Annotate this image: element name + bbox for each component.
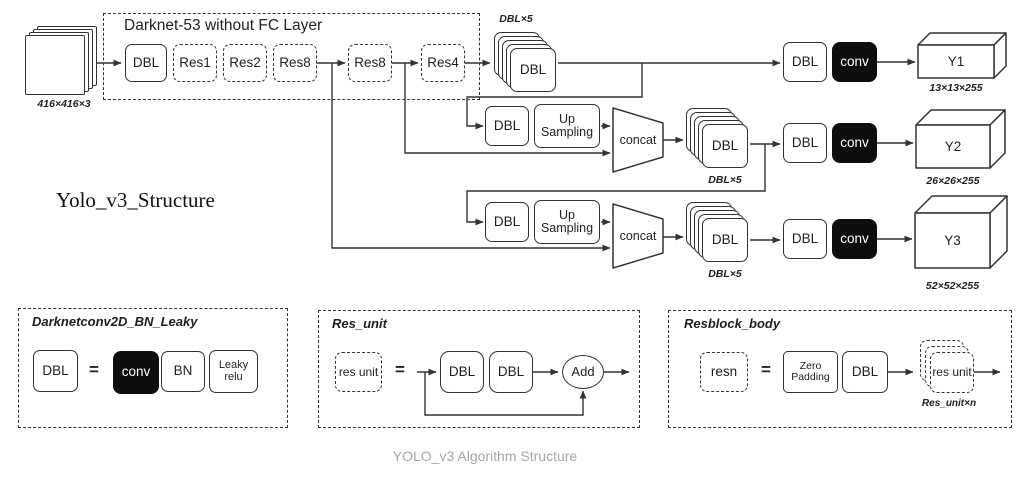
y1-cube-top	[917, 32, 1007, 46]
legend-dbl-leakyrelu: Leaky relu	[209, 350, 258, 393]
backbone-res1: Res1	[173, 44, 217, 82]
scale2-dbl5-label: DBL×5	[708, 174, 742, 186]
legend-dbl-frame	[18, 308, 288, 428]
scale3-dbl5-stack: DBL	[702, 218, 748, 262]
scale3-conv: conv	[832, 219, 877, 259]
connector	[331, 63, 611, 252]
equals-sign: =	[395, 360, 405, 379]
y1-output: Y1	[947, 54, 965, 69]
legend-resblock-frame	[668, 310, 1012, 428]
backbone-res4: Res4	[421, 44, 465, 82]
connector	[404, 63, 611, 157]
legend-resblock-zeropadding: Zero Padding	[783, 351, 838, 393]
connector	[466, 144, 766, 226]
scale3-upsampling: Up Sampling	[534, 200, 600, 244]
resunit-stack-label: Res_unit×n	[921, 398, 977, 409]
y3-dims-label: 52×52×255	[925, 280, 980, 292]
legend-dbl-lhs: DBL	[33, 350, 78, 392]
scale2-conv: conv	[832, 123, 877, 163]
input-image	[25, 35, 85, 95]
scale3-dbl5-label: DBL×5	[708, 268, 742, 280]
legend-dbl-title: Darknetconv2D_BN_Leaky	[32, 314, 198, 329]
connector	[424, 372, 587, 416]
scale3-dbl-in: DBL	[485, 202, 529, 242]
scale3-dbl: DBL	[783, 219, 827, 259]
legend-resunit-frame	[318, 310, 640, 428]
page-title: Yolo_v3_Structure	[56, 188, 215, 212]
scale3-concat: concat	[619, 229, 657, 243]
scale1-conv: conv	[832, 42, 877, 82]
scale2-upsampling: Up Sampling	[534, 104, 600, 148]
legend-resblock-lhs: resn	[700, 352, 748, 392]
scale1-dbl5-label: DBL×5	[499, 13, 533, 25]
diagram-caption: YOLO_v3 Algorithm Structure	[392, 448, 578, 464]
y3-output: Y3	[944, 233, 961, 248]
scale2-concat: concat	[619, 133, 657, 147]
scale2-dbl: DBL	[783, 123, 827, 163]
backbone-res2: Res2	[223, 44, 267, 82]
darknet-frame	[103, 13, 480, 100]
scale1-dbl5-stack: DBL	[510, 48, 556, 92]
legend-resunit-title: Res_unit	[332, 316, 387, 331]
backbone-dbl: DBL	[125, 44, 167, 82]
legend-resblock-resunit-stack: res unit	[930, 352, 974, 393]
legend-dbl-bn: BN	[161, 351, 205, 392]
y3-cube-front	[914, 212, 991, 269]
legend-resunit-add: Add	[562, 355, 604, 389]
backbone-res8b: Res8	[348, 44, 392, 82]
concat-shape-scale2	[612, 107, 664, 173]
backbone-res8a: Res8	[273, 44, 317, 82]
y2-dims-label: 26×26×255	[926, 175, 980, 187]
y2-cube-front	[915, 124, 991, 169]
darknet-title: Darknet-53 without FC Layer	[124, 17, 323, 34]
input-dims-label: 416×416×3	[37, 98, 91, 110]
concat-shape-scale3	[612, 203, 664, 269]
legend-resunit-dbl2: DBL	[489, 351, 533, 393]
legend-resunit-lhs: res unit	[335, 352, 382, 392]
legend-resblock-title: Resblock_body	[684, 316, 781, 331]
legend-resunit-dbl1: DBL	[440, 351, 484, 393]
legend-dbl-conv: conv	[113, 351, 159, 394]
y1-dims-label: 13×13×255	[929, 82, 983, 94]
scale1-dbl: DBL	[783, 42, 827, 82]
y2-output: Y2	[944, 139, 962, 154]
scale2-dbl-in: DBL	[485, 106, 529, 146]
scale2-dbl5-stack: DBL	[702, 124, 748, 168]
y1-cube-front	[917, 44, 995, 79]
equals-sign: =	[761, 360, 771, 379]
connector	[466, 63, 643, 130]
equals-sign: =	[89, 360, 99, 379]
legend-resblock-dbl: DBL	[842, 351, 888, 393]
